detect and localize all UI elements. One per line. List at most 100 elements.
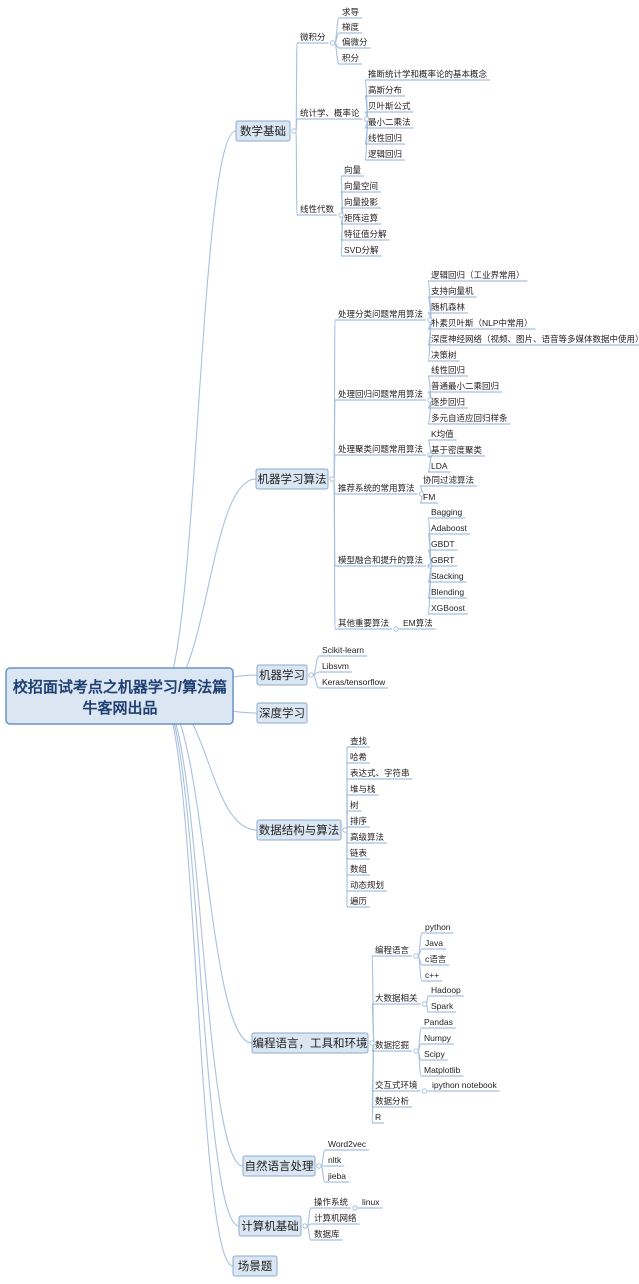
- collapse-dot[interactable]: [369, 1040, 375, 1046]
- leaf-topic[interactable]: 决策树: [431, 350, 457, 360]
- leaf-topic[interactable]: 向量: [344, 165, 362, 175]
- leaf-topic[interactable]: 堆与栈: [350, 784, 376, 794]
- leaf-topic[interactable]: 朴素贝叶斯（NLP中常用）: [431, 318, 533, 328]
- leaf-topic[interactable]: 链表: [350, 848, 368, 858]
- leaf-topic[interactable]: 多元自适应回归样条: [431, 413, 508, 423]
- leaf-topic[interactable]: 普通最小二乘回归: [431, 381, 499, 391]
- leaf-topic[interactable]: 最小二乘法: [368, 117, 411, 127]
- sub-topic[interactable]: 微积分: [300, 32, 326, 42]
- leaf-topic[interactable]: Pandas: [424, 1017, 453, 1027]
- leaf-topic[interactable]: LDA: [431, 461, 448, 471]
- leaf-topic[interactable]: Hadoop: [431, 985, 461, 995]
- collapse-dot[interactable]: [342, 827, 348, 833]
- leaf-topic[interactable]: 矩阵运算: [344, 213, 379, 223]
- leaf-topic[interactable]: 协同过滤算法: [423, 475, 474, 485]
- leaf-topic[interactable]: 逐步回归: [431, 397, 465, 407]
- sub-topic[interactable]: 处理分类问题常用算法: [338, 309, 423, 319]
- leaf-topic[interactable]: 梯度: [342, 22, 360, 32]
- leaf-topic[interactable]: 线性回归: [368, 133, 402, 143]
- leaf-topic[interactable]: 向量投影: [344, 197, 379, 207]
- leaf-topic[interactable]: jieba: [327, 1171, 346, 1181]
- collapse-dot[interactable]: [413, 1048, 419, 1054]
- sub-topic[interactable]: 处理聚类问题常用算法: [338, 444, 423, 454]
- leaf-topic[interactable]: 表达式、字符串: [350, 768, 410, 778]
- branch-node[interactable]: [232, 1255, 278, 1277]
- leaf-topic[interactable]: 动态规划: [350, 880, 384, 890]
- collapse-dot[interactable]: [393, 626, 399, 632]
- branch-node[interactable]: [242, 1155, 316, 1177]
- sub-topic[interactable]: 处理回归问题常用算法: [338, 389, 423, 399]
- leaf-topic[interactable]: 线性回归: [431, 365, 465, 375]
- leaf-topic[interactable]: 高级算法: [350, 832, 384, 842]
- leaf-topic[interactable]: 遍历: [350, 896, 368, 906]
- leaf-topic[interactable]: nltk: [328, 1155, 342, 1165]
- sub-topic[interactable]: 其他重要算法: [338, 618, 389, 628]
- collapse-dot[interactable]: [291, 128, 297, 134]
- collapse-dot[interactable]: [427, 317, 433, 323]
- leaf-topic[interactable]: Bagging: [431, 507, 462, 517]
- leaf-topic[interactable]: Stacking: [431, 571, 464, 581]
- collapse-dot[interactable]: [421, 1001, 428, 1007]
- sub-topic[interactable]: 数据挖掘: [375, 1040, 409, 1050]
- sub-topic[interactable]: 线性代数: [300, 204, 335, 214]
- leaf-topic[interactable]: 逻辑回归（工业界常用）: [431, 270, 525, 280]
- branch-node[interactable]: [256, 664, 308, 686]
- sub-topic[interactable]: 数据库: [314, 1229, 340, 1239]
- collapse-dot[interactable]: [329, 476, 335, 482]
- collapse-dot[interactable]: [363, 116, 370, 122]
- leaf-topic[interactable]: Word2vec: [328, 1139, 367, 1149]
- collapse-dot[interactable]: [413, 953, 419, 959]
- leaf-topic[interactable]: 深度神经网络（视频、图片、语音等多媒体数据中使用）: [431, 334, 639, 344]
- sub-topic[interactable]: 大数据相关: [375, 993, 418, 1003]
- collapse-dot[interactable]: [316, 1163, 322, 1169]
- leaf-topic[interactable]: SVD分解: [344, 245, 379, 255]
- leaf-topic[interactable]: FM: [423, 492, 435, 502]
- collapse-dot[interactable]: [329, 40, 336, 46]
- leaf-topic[interactable]: Java: [425, 938, 443, 948]
- leaf-topic[interactable]: Numpy: [424, 1033, 452, 1043]
- sub-topic[interactable]: 数据分析: [375, 1096, 410, 1106]
- leaf-topic[interactable]: 哈希: [350, 752, 367, 762]
- leaf-topic[interactable]: GBRT: [431, 555, 454, 565]
- branch-node[interactable]: [255, 468, 329, 490]
- sub-topic[interactable]: 计算机网络: [314, 1213, 357, 1223]
- leaf-topic[interactable]: linux: [362, 1197, 380, 1207]
- leaf-topic[interactable]: K均值: [431, 429, 454, 439]
- leaf-topic[interactable]: ipython notebook: [432, 1080, 497, 1090]
- leaf-topic[interactable]: Keras/tensorflow: [322, 677, 386, 687]
- leaf-topic[interactable]: 偏微分: [342, 37, 368, 47]
- leaf-topic[interactable]: Matplotlib: [424, 1065, 461, 1075]
- branch-node[interactable]: [256, 702, 308, 724]
- collapse-dot[interactable]: [308, 672, 314, 678]
- leaf-topic[interactable]: Blending: [431, 587, 464, 597]
- branch-node[interactable]: [256, 819, 342, 841]
- leaf-topic[interactable]: 贝叶斯公式: [368, 101, 411, 111]
- leaf-topic[interactable]: 向量空间: [344, 181, 378, 191]
- leaf-topic[interactable]: 高斯分布: [368, 85, 402, 95]
- leaf-topic[interactable]: c++: [425, 970, 439, 980]
- leaf-topic[interactable]: Spark: [431, 1001, 454, 1011]
- sub-topic[interactable]: 统计学、概率论: [300, 108, 360, 118]
- leaf-topic[interactable]: 基于密度聚类: [431, 445, 483, 455]
- leaf-topic[interactable]: c语言: [425, 954, 447, 964]
- leaf-topic[interactable]: 求导: [342, 7, 360, 17]
- sub-topic[interactable]: 交互式环境: [375, 1080, 418, 1090]
- leaf-topic[interactable]: python: [425, 922, 451, 932]
- leaf-topic[interactable]: 排序: [350, 816, 368, 826]
- collapse-dot[interactable]: [418, 491, 425, 497]
- leaf-topic[interactable]: 支持向量机: [431, 286, 474, 296]
- branch-node[interactable]: [251, 1032, 369, 1054]
- collapse-dot[interactable]: [421, 1088, 428, 1094]
- collapse-dot[interactable]: [338, 212, 344, 218]
- leaf-topic[interactable]: 随机森林: [431, 302, 466, 312]
- leaf-topic[interactable]: Adaboost: [431, 523, 468, 533]
- leaf-topic[interactable]: GBDT: [431, 539, 455, 549]
- sub-topic[interactable]: 操作系统: [314, 1197, 349, 1207]
- collapse-dot[interactable]: [302, 1223, 308, 1229]
- sub-topic[interactable]: 模型融合和提升的算法: [338, 555, 423, 565]
- leaf-topic[interactable]: XGBoost: [431, 603, 466, 613]
- leaf-topic[interactable]: 树: [350, 800, 359, 810]
- leaf-topic[interactable]: Scikit-learn: [322, 645, 364, 655]
- root-node[interactable]: [5, 667, 234, 725]
- leaf-topic[interactable]: 逻辑回归: [368, 149, 402, 159]
